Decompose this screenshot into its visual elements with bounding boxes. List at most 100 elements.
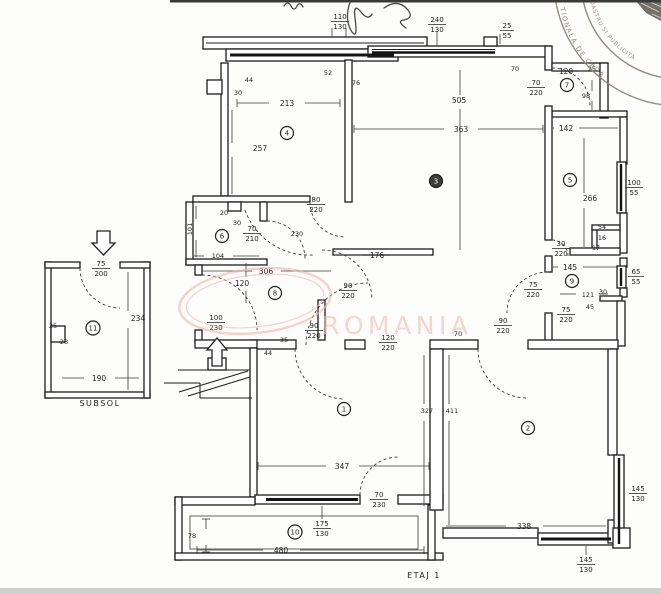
svg-text:8: 8 <box>273 290 277 298</box>
svg-text:220: 220 <box>381 344 394 352</box>
label-44-b: 44 <box>264 349 272 357</box>
dim-234: 234 <box>131 314 146 323</box>
dim-104: 104 <box>212 252 224 260</box>
svg-text:4: 4 <box>285 130 290 138</box>
room-9-number: 9 <box>564 273 580 289</box>
room-11-number: 11 <box>85 320 101 336</box>
svg-text:55: 55 <box>503 32 512 40</box>
svg-text:240: 240 <box>430 16 443 24</box>
door-arcs <box>79 67 591 496</box>
svg-text:9: 9 <box>570 278 574 286</box>
dim-120-room7: 120 <box>559 67 574 76</box>
svg-text:7: 7 <box>565 82 569 90</box>
dim-338: 338 <box>517 522 532 531</box>
label-30-b: 30 <box>233 219 241 227</box>
room-7-number: 7 <box>559 77 575 93</box>
room-10-number: 10 <box>287 524 303 540</box>
scan-top-edge <box>170 0 661 3</box>
label-17: 17 <box>592 244 600 252</box>
dim-142: 142 <box>559 124 574 133</box>
svg-text:100: 100 <box>209 314 222 322</box>
svg-text:175: 175 <box>315 520 328 528</box>
label-54: 54 <box>598 223 606 231</box>
svg-text:130: 130 <box>579 566 592 574</box>
dim-411: 411 <box>446 407 458 415</box>
svg-text:200: 200 <box>94 270 107 278</box>
romania-watermark: ROMANIA <box>178 266 468 340</box>
svg-text:230: 230 <box>372 501 385 509</box>
svg-text:145: 145 <box>631 485 644 493</box>
svg-text:75: 75 <box>562 306 571 314</box>
dim-213: 213 <box>280 99 295 108</box>
svg-text:220: 220 <box>559 316 572 324</box>
svg-text:145: 145 <box>579 556 592 564</box>
svg-text:70: 70 <box>375 491 384 499</box>
label-35: 35 <box>280 336 288 344</box>
label-70-a: 70 <box>511 65 519 73</box>
svg-text:5: 5 <box>568 177 572 185</box>
label-70-b: 70 <box>454 330 462 338</box>
svg-text:100: 100 <box>627 179 640 187</box>
svg-text:130: 130 <box>631 495 644 503</box>
svg-text:10: 10 <box>291 529 300 537</box>
svg-text:220: 220 <box>496 327 509 335</box>
dim-257: 257 <box>253 144 268 153</box>
dim-190: 190 <box>92 374 107 383</box>
svg-text:220: 220 <box>526 291 539 299</box>
dimension-labels: 213 257 505 363 142 266 120 98 145 121 3… <box>92 67 598 555</box>
stairs-up-arrow <box>205 336 229 367</box>
label-20: 20 <box>220 209 228 217</box>
svg-text:25: 25 <box>503 22 512 30</box>
svg-text:6: 6 <box>220 233 225 241</box>
room-2-number: 2 <box>520 420 536 436</box>
svg-text:90: 90 <box>499 317 508 325</box>
svg-text:130: 130 <box>333 23 346 31</box>
svg-text:220: 220 <box>309 206 322 214</box>
signature-scribble <box>283 1 411 35</box>
label-30-a: 30 <box>234 89 242 97</box>
label-25-a: 25 <box>588 65 596 73</box>
label-45: 45 <box>586 303 594 311</box>
dim-78: 78 <box>188 532 196 540</box>
dim-505: 505 <box>452 96 467 105</box>
label-52: 52 <box>324 69 332 77</box>
svg-text:2: 2 <box>526 425 530 433</box>
svg-text:220: 220 <box>529 89 542 97</box>
dim-327: 327 <box>421 407 433 415</box>
room-3-number: 3 <box>428 173 444 189</box>
svg-text:90: 90 <box>310 322 319 330</box>
dim-363: 363 <box>454 125 469 134</box>
room-4-number: 4 <box>279 125 295 141</box>
svg-text:65: 65 <box>632 268 641 276</box>
window-glazing <box>206 42 623 544</box>
svg-text:70: 70 <box>532 79 541 87</box>
label-44-a: 44 <box>245 76 253 84</box>
dim-230: 230 <box>291 230 303 238</box>
stamp-emblem <box>635 0 661 21</box>
basement-down-arrow <box>90 230 117 256</box>
svg-text:220: 220 <box>341 292 354 300</box>
dim-145-room9: 145 <box>563 263 578 272</box>
svg-text:220: 220 <box>554 250 567 258</box>
svg-text:55: 55 <box>630 189 639 197</box>
svg-text:220: 220 <box>307 332 320 340</box>
dim-266: 266 <box>583 194 598 203</box>
label-28: 28 <box>60 338 68 346</box>
room-8-number: 8 <box>267 285 283 301</box>
svg-text:3: 3 <box>434 178 438 186</box>
svg-text:55: 55 <box>632 278 641 286</box>
